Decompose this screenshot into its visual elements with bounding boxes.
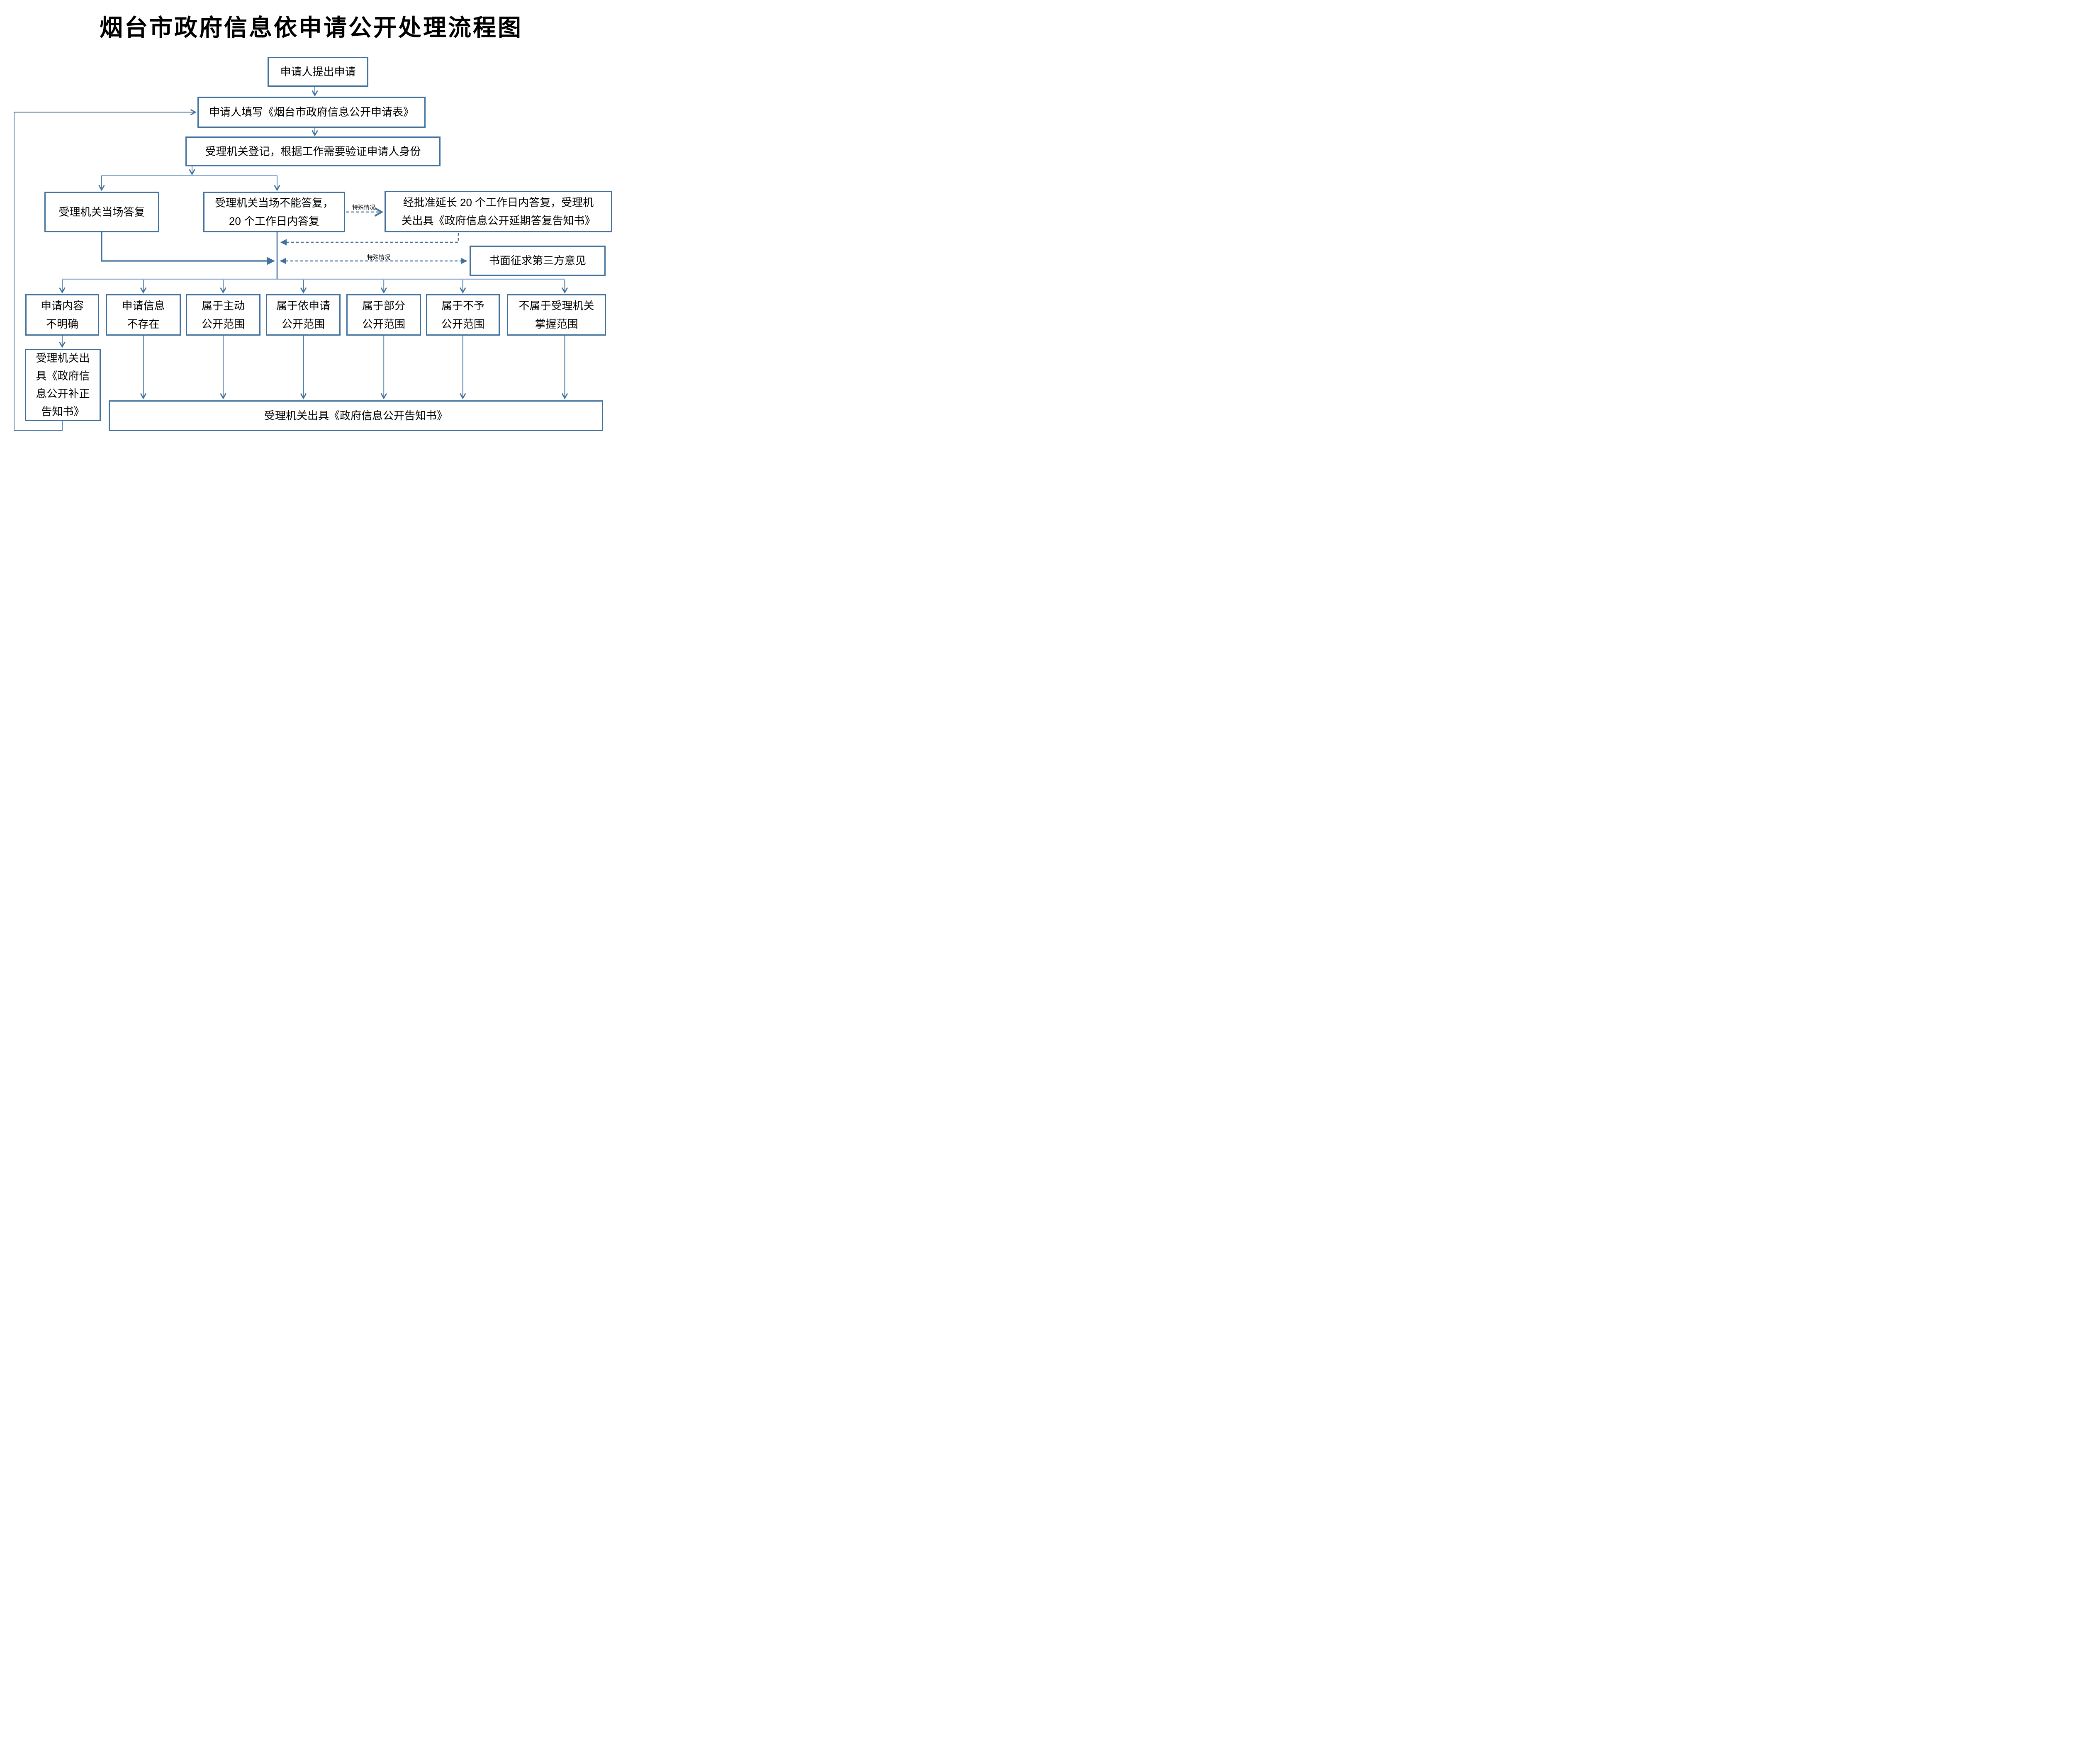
- label-special-case-third-party: 特殊情况: [367, 254, 390, 261]
- connector-layer: [14, 87, 568, 431]
- node-outcome-disclosure-on-request: 属于依申请 公开范围: [266, 294, 341, 336]
- node-apply: 申请人提出申请: [268, 57, 368, 87]
- node-register: 受理机关登记，根据工作需要验证申请人身份: [185, 136, 441, 166]
- node-extended-reply: 经批准延长 20 个工作日内答复，受理机 关出具《政府信息公开延期答复告知书》: [385, 191, 612, 232]
- merge-onspot: [101, 232, 275, 265]
- node-supplement-notice: 受理机关出 具《政府信 息公开补正 告知书》: [25, 349, 101, 421]
- label-special-case-extend: 特殊情况: [352, 204, 375, 211]
- node-outcome-info-not-exist: 申请信息 不存在: [106, 294, 181, 336]
- node-reply-20days: 受理机关当场不能答复， 20 个工作日内答复: [203, 192, 345, 232]
- page-title: 烟台市政府信息依申请公开处理流程图: [100, 15, 523, 41]
- node-outcome-not-held: 不属于受理机关 掌握范围: [507, 294, 606, 336]
- node-outcome-proactive-disclosure: 属于主动 公开范围: [186, 294, 260, 336]
- dashed-extend-return: [280, 233, 459, 246]
- node-outcome-non-disclosure: 属于不予 公开范围: [426, 294, 500, 336]
- node-final-notice: 受理机关出具《政府信息公开告知书》: [109, 400, 603, 431]
- flowchart-canvas: 烟台市政府信息依申请公开处理流程图: [0, 0, 622, 441]
- node-outcome-unclear-content: 申请内容 不明确: [25, 294, 99, 336]
- node-third-party-opinion: 书面征求第三方意见: [470, 246, 606, 276]
- node-fill-form: 申请人填写《烟台市政府信息公开申请表》: [197, 97, 426, 128]
- loop-supplement-to-fillform: [14, 109, 197, 431]
- node-outcome-partial-disclosure: 属于部分 公开范围: [346, 294, 421, 336]
- node-reply-onspot: 受理机关当场答复: [44, 192, 159, 232]
